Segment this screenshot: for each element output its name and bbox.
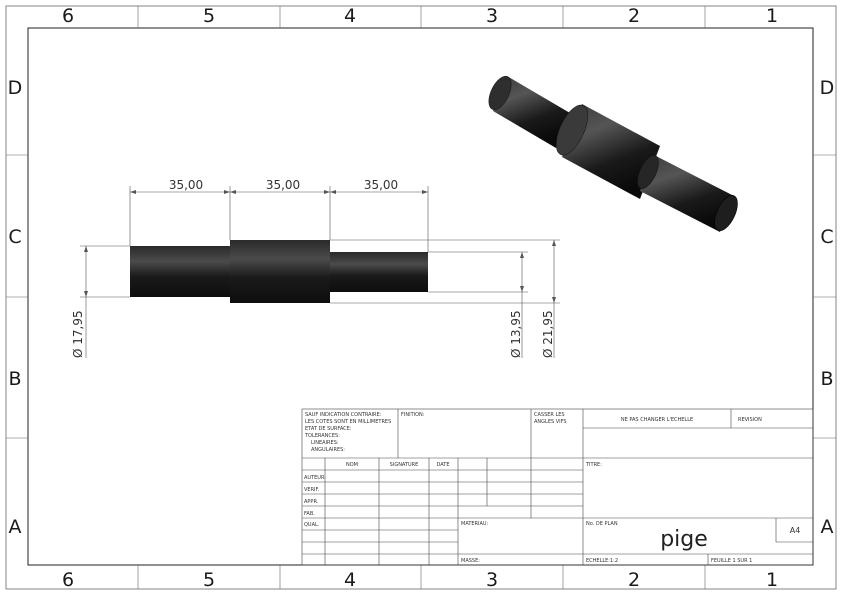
zone-row-a-left: A: [9, 516, 22, 538]
zone-row-b-left: B: [8, 368, 21, 390]
header-date: DATE: [436, 462, 449, 468]
zone-col-5-bottom: 5: [203, 569, 215, 591]
zone-col-6-bottom: 6: [62, 569, 74, 591]
shaft-right-section: [330, 252, 428, 292]
revision-label: REVISION: [738, 417, 762, 423]
zone-row-c-right: C: [820, 226, 833, 248]
header-signature: SIGNATURE: [390, 462, 419, 468]
sheet-size: A4: [790, 526, 801, 535]
no-plan-label: No. DE PLAN: [586, 521, 618, 527]
zone-labels-left: D C B A: [8, 77, 23, 538]
zone-col-4-top: 4: [344, 5, 356, 27]
shaft-middle-section: [230, 240, 330, 303]
zone-col-3-bottom: 3: [486, 569, 498, 591]
role-verif: VERIF.: [304, 487, 320, 493]
note-line-6: ANGULAIRES:: [311, 447, 345, 453]
dim-dia-left: Ø 17,95: [71, 310, 85, 358]
part-name: pige: [660, 527, 708, 552]
zone-col-5-top: 5: [203, 5, 215, 27]
dim-length-3: 35,00: [364, 178, 398, 192]
feuille-value: FEUILLE 1 SUR 1: [711, 558, 752, 564]
casser-line-2: ANGLES VIFS: [534, 419, 567, 425]
masse-label: MASSE:: [461, 558, 480, 564]
zone-row-b-right: B: [820, 368, 833, 390]
role-appr: APPR.: [304, 499, 319, 505]
zone-col-6-top: 6: [62, 5, 74, 27]
note-line-3: ETAT DE SURFACE:: [305, 426, 352, 432]
materiau-label: MATERIAU:: [461, 521, 489, 527]
sheet-border: [5, 5, 837, 590]
isometric-view: [488, 75, 738, 232]
zone-col-1-top: 1: [766, 5, 778, 27]
casser-line-1: CASSER LES: [534, 412, 565, 418]
dimensions: 35,00 35,00 35,00 Ø 17,95 Ø 13,95 Ø 21,9…: [71, 178, 560, 358]
zone-col-4-bottom: 4: [344, 569, 356, 591]
zone-col-3-top: 3: [486, 5, 498, 27]
echelle-warning: NE PAS CHANGER L'ECHELLE: [621, 417, 693, 423]
header-nom: NOM: [346, 462, 358, 468]
zone-col-2-bottom: 2: [628, 569, 640, 591]
zone-row-d-right: D: [820, 77, 835, 99]
role-fab: FAB.: [304, 511, 315, 517]
shaft-left-section: [130, 246, 230, 297]
note-line-5: LINEAIRES:: [311, 440, 339, 446]
zone-col-1-bottom: 1: [766, 569, 778, 591]
dim-length-1: 35,00: [169, 178, 203, 192]
zone-labels-right: D C B A: [820, 77, 835, 538]
zone-labels-top: 6 5 4 3 2 1: [62, 5, 778, 27]
zone-row-c-left: C: [8, 226, 21, 248]
dim-dia-right-small: Ø 13,95: [509, 310, 523, 358]
finition-label: FINITION:: [401, 412, 425, 418]
dim-length-2: 35,00: [266, 178, 300, 192]
note-line-1: SAUF INDICATION CONTRAIRE:: [305, 412, 382, 418]
echelle-value: ECHELLE:1:2: [586, 558, 618, 564]
note-line-2: LES COTES SONT EN MILLIMETRES: [305, 419, 391, 425]
zone-labels-bottom: 6 5 4 3 2 1: [62, 569, 778, 591]
zone-row-d-left: D: [8, 77, 23, 99]
role-qual: QUAL.: [304, 522, 320, 528]
titre-label: TITRE:: [585, 462, 602, 468]
zone-col-2-top: 2: [628, 5, 640, 27]
role-auteur: AUTEUR: [304, 475, 325, 481]
front-view: [130, 240, 428, 303]
zone-row-a-right: A: [821, 516, 834, 538]
note-line-4: TOLERANCES:: [304, 433, 340, 439]
title-block: SAUF INDICATION CONTRAIRE: LES COTES SON…: [301, 408, 814, 566]
dim-dia-right-large: Ø 21,95: [541, 310, 555, 358]
